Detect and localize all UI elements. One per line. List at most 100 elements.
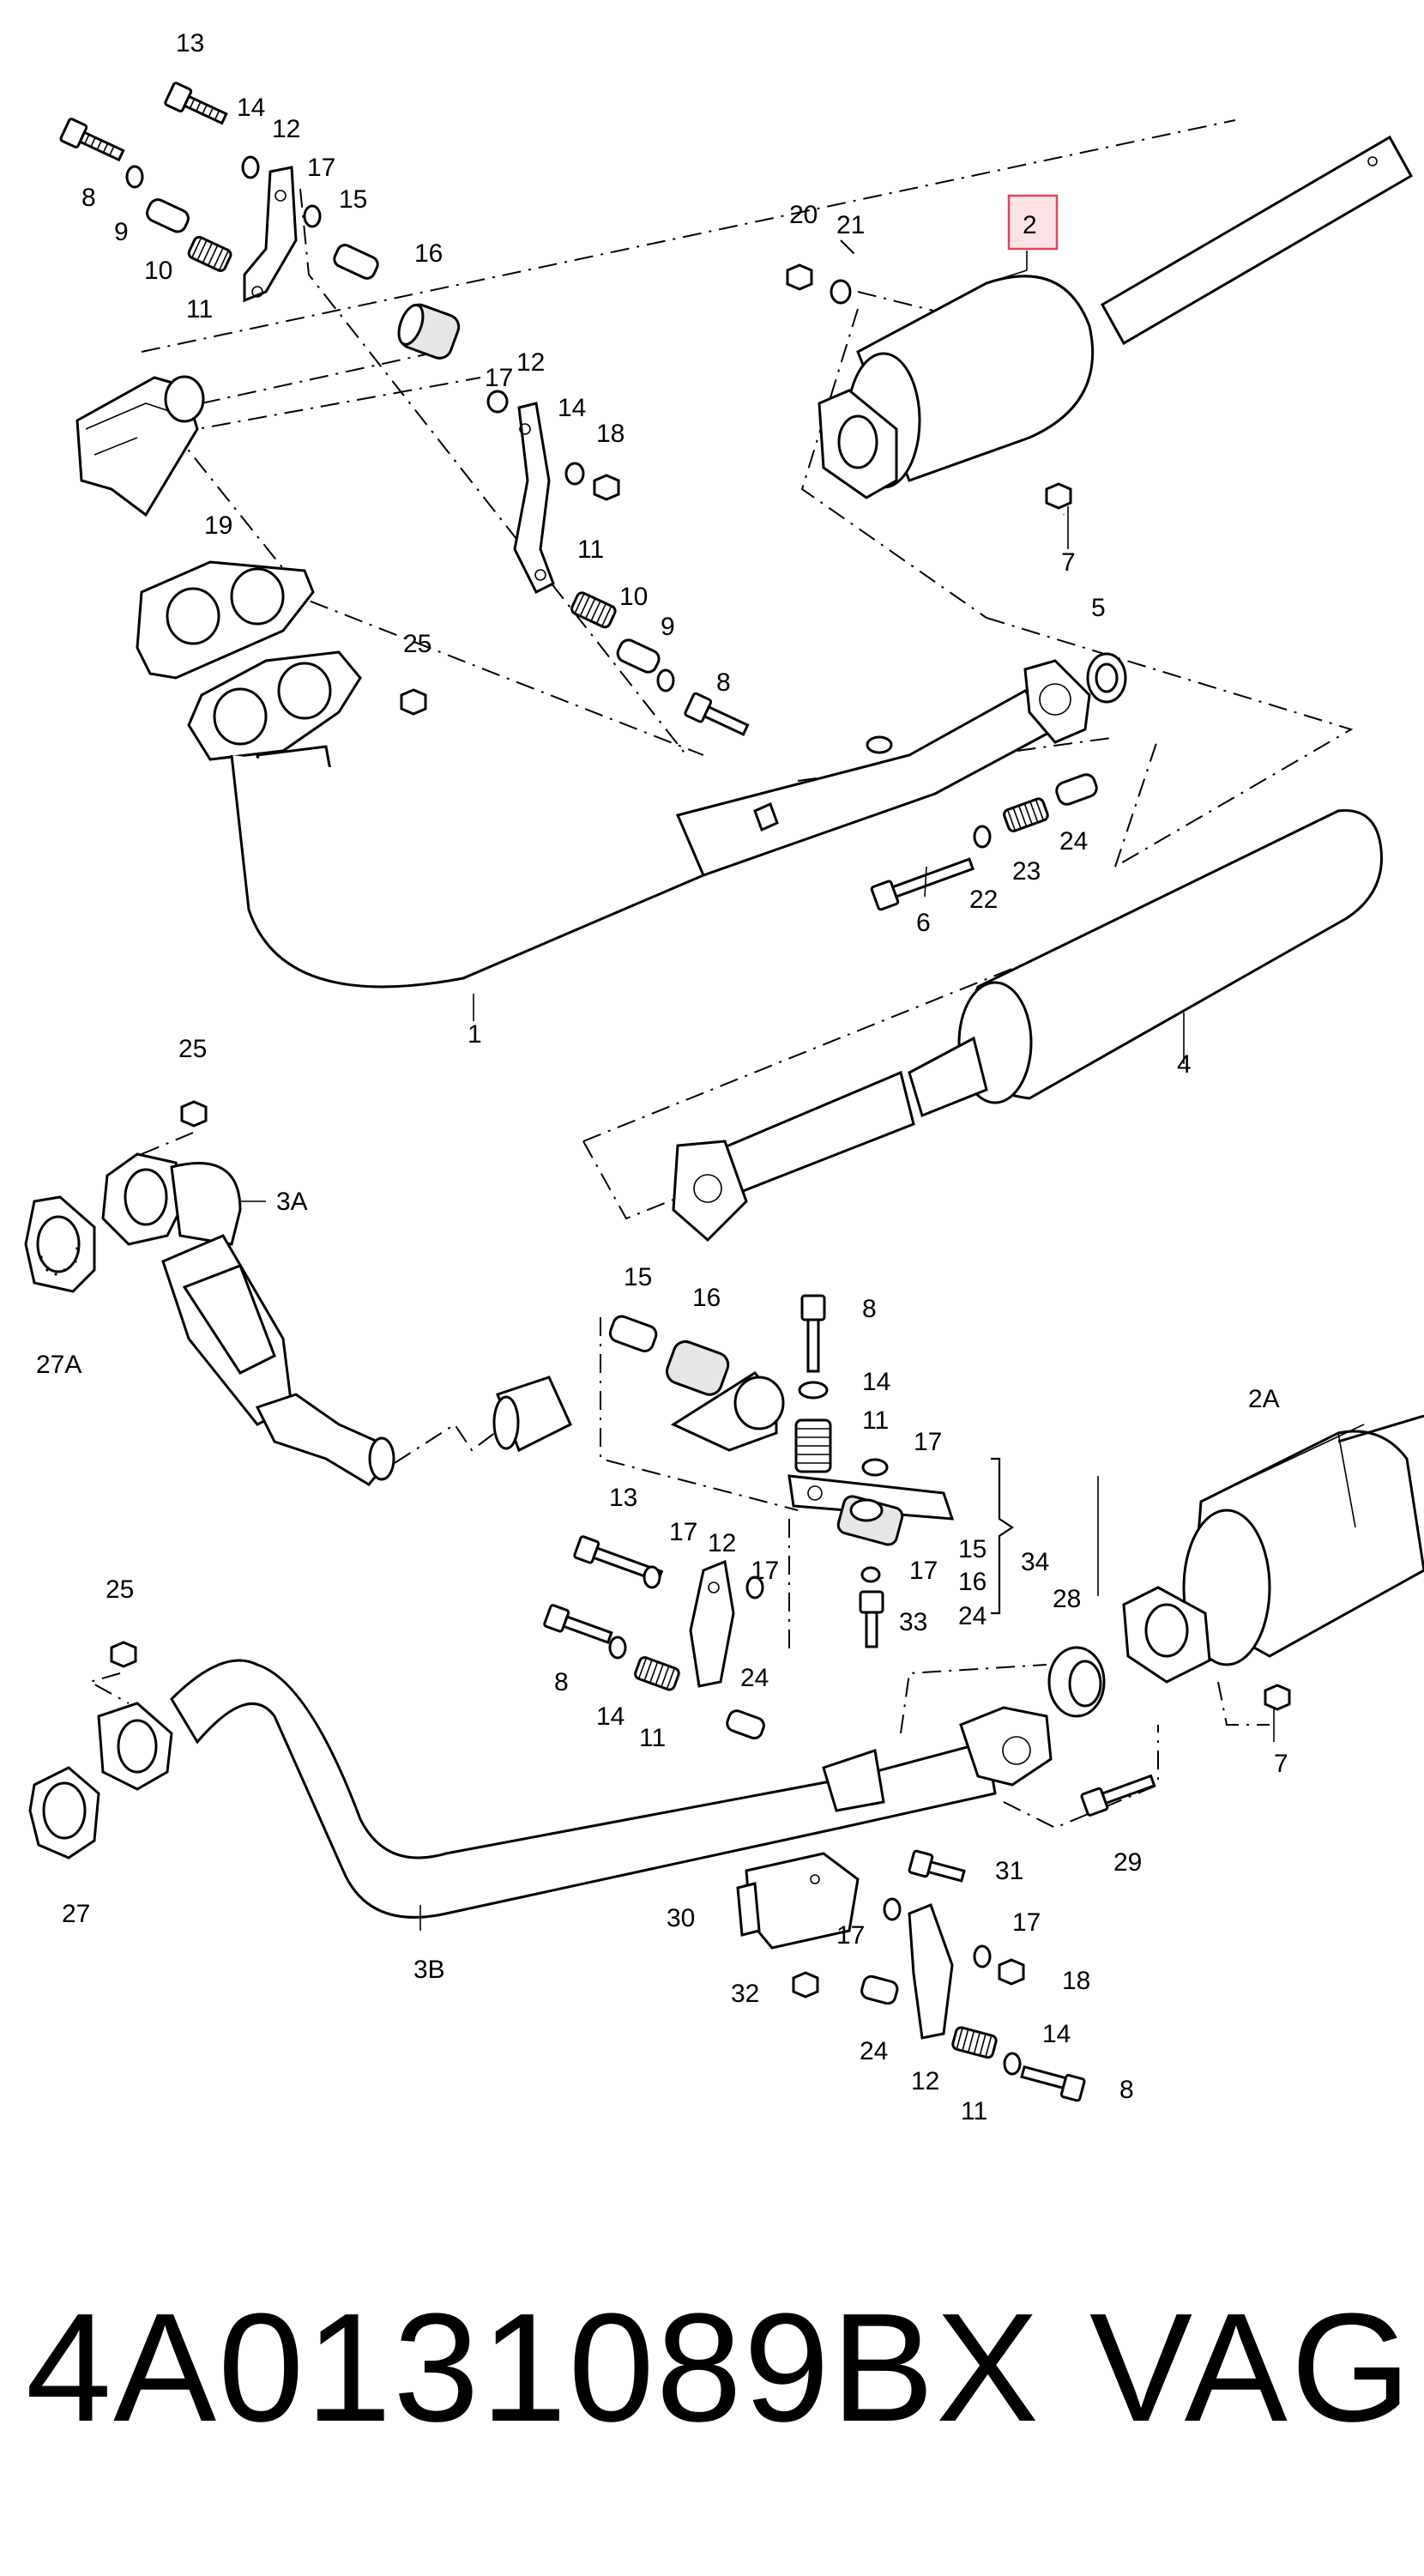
leader-lines <box>241 251 1275 1931</box>
label-13b: 13 <box>609 1484 637 1512</box>
label-8a: 8 <box>81 184 96 212</box>
label-9b: 9 <box>661 613 675 641</box>
label-17g: 17 <box>836 1921 865 1950</box>
label-17b: 17 <box>485 364 513 392</box>
nut-25-top <box>400 688 427 716</box>
label-29: 29 <box>1113 1848 1142 1877</box>
label-24c: 24 <box>740 1664 769 1692</box>
label-3B: 3B <box>413 1956 445 1984</box>
label-11d: 11 <box>639 1724 666 1752</box>
label-14d: 14 <box>596 1702 625 1731</box>
gasket-28 <box>1047 1646 1106 1718</box>
label-1: 1 <box>468 1020 482 1049</box>
label-8b: 8 <box>716 668 731 697</box>
label-11e: 11 <box>961 2097 987 2126</box>
label-16c: 16 <box>958 1568 987 1596</box>
lower-left-hanger-stack <box>543 1519 790 1740</box>
label-10a: 10 <box>144 257 172 285</box>
label-21: 21 <box>836 211 865 239</box>
bracket-30-stack <box>736 1774 1156 2102</box>
label-12b: 12 <box>516 348 545 377</box>
part-number: 4A0131089BX <box>26 2282 1041 2454</box>
label-15b: 15 <box>624 1263 652 1291</box>
label-2A: 2A <box>1248 1385 1280 1413</box>
label-6: 6 <box>916 909 931 937</box>
label-30: 30 <box>667 1904 695 1932</box>
label-24d: 24 <box>860 2037 888 2065</box>
gasket-27A <box>24 1195 96 1293</box>
exhaust-system-exploded-diagram: 1 2 2A 3A 3B 4 5 6 7 7 8 8 8 8 8 9 9 10 … <box>24 29 1424 2126</box>
label-16a: 16 <box>414 239 443 268</box>
label-15a: 15 <box>339 185 367 214</box>
nut-20 <box>786 263 813 291</box>
label-17f: 17 <box>751 1557 779 1585</box>
label-25c: 25 <box>106 1575 134 1604</box>
label-5: 5 <box>1091 594 1106 622</box>
washer-21 <box>830 279 852 305</box>
label-15c: 15 <box>958 1535 987 1563</box>
label-8d: 8 <box>554 1668 569 1696</box>
nut-7-top <box>1045 482 1072 510</box>
part-number-footer: 4A0131089BX VAG <box>0 2265 1424 2471</box>
callout-labels: 1 2 2A 3A 3B 4 5 6 7 7 8 8 8 8 8 9 9 10 … <box>36 29 1288 2126</box>
label-27: 27 <box>62 1900 90 1928</box>
nut-25-mid <box>141 1100 208 1155</box>
catalytic-converter-2 <box>818 135 1414 499</box>
label-11c: 11 <box>862 1406 889 1435</box>
label-24a: 24 <box>1059 827 1088 856</box>
front-hanger-fastener-stack <box>59 82 461 360</box>
label-27A: 27A <box>36 1351 81 1379</box>
label-32: 32 <box>731 1980 759 2008</box>
heat-shield-bracket <box>75 351 438 517</box>
manifold-gasket-19 <box>136 560 315 680</box>
label-7b: 7 <box>1274 1750 1288 1778</box>
label-8e: 8 <box>1119 2076 1134 2104</box>
label-2: 2 <box>1023 211 1037 239</box>
front-pipe-3A <box>101 1152 507 1486</box>
label-24b: 24 <box>958 1602 987 1630</box>
label-33: 33 <box>899 1608 927 1636</box>
middle-hanger-fastener-stack <box>486 390 750 736</box>
label-7a: 7 <box>1061 548 1076 577</box>
label-14b: 14 <box>558 394 586 422</box>
label-12d: 12 <box>911 2067 939 2095</box>
nut-25-low <box>87 1641 137 1704</box>
label-18a: 18 <box>596 420 625 448</box>
gasket-27 <box>28 1766 100 1859</box>
label-34: 34 <box>1021 1548 1049 1576</box>
label-3A: 3A <box>276 1188 308 1216</box>
front-pipe-1 <box>187 650 1091 989</box>
label-22: 22 <box>969 886 998 914</box>
label-19: 19 <box>204 511 232 540</box>
label-17h: 17 <box>1012 1908 1041 1937</box>
label-14e: 14 <box>1042 2020 1071 2048</box>
label-11b: 11 <box>577 535 604 564</box>
hanger-assembly-34 <box>600 1294 1014 1648</box>
label-18b: 18 <box>1062 1967 1090 1995</box>
label-13a: 13 <box>176 29 204 57</box>
nut-7-mid <box>1264 1684 1291 1711</box>
pipe-sleeve <box>492 1376 572 1453</box>
gasket-5 <box>1086 652 1127 704</box>
label-9a: 9 <box>114 218 129 246</box>
label-11a: 11 <box>186 295 213 324</box>
label-17a: 17 <box>307 154 335 182</box>
label-17e: 17 <box>669 1518 697 1546</box>
label-14c: 14 <box>862 1368 890 1396</box>
front-pipe-3B <box>97 1659 1159 1919</box>
label-17d: 17 <box>909 1557 938 1585</box>
label-4: 4 <box>1177 1050 1192 1079</box>
label-10b: 10 <box>619 583 648 611</box>
label-12a: 12 <box>272 115 300 143</box>
label-14a: 14 <box>237 94 265 122</box>
label-17c: 17 <box>914 1428 942 1456</box>
brand-name: VAG <box>1089 2282 1415 2454</box>
label-8c: 8 <box>862 1295 877 1323</box>
label-31: 31 <box>995 1857 1023 1885</box>
catalytic-converter-2A <box>1122 1414 1424 1726</box>
label-25a: 25 <box>403 630 431 658</box>
label-28: 28 <box>1053 1585 1081 1613</box>
label-23: 23 <box>1012 857 1041 886</box>
label-25b: 25 <box>178 1035 207 1063</box>
bolt-6-stack <box>870 773 1098 911</box>
